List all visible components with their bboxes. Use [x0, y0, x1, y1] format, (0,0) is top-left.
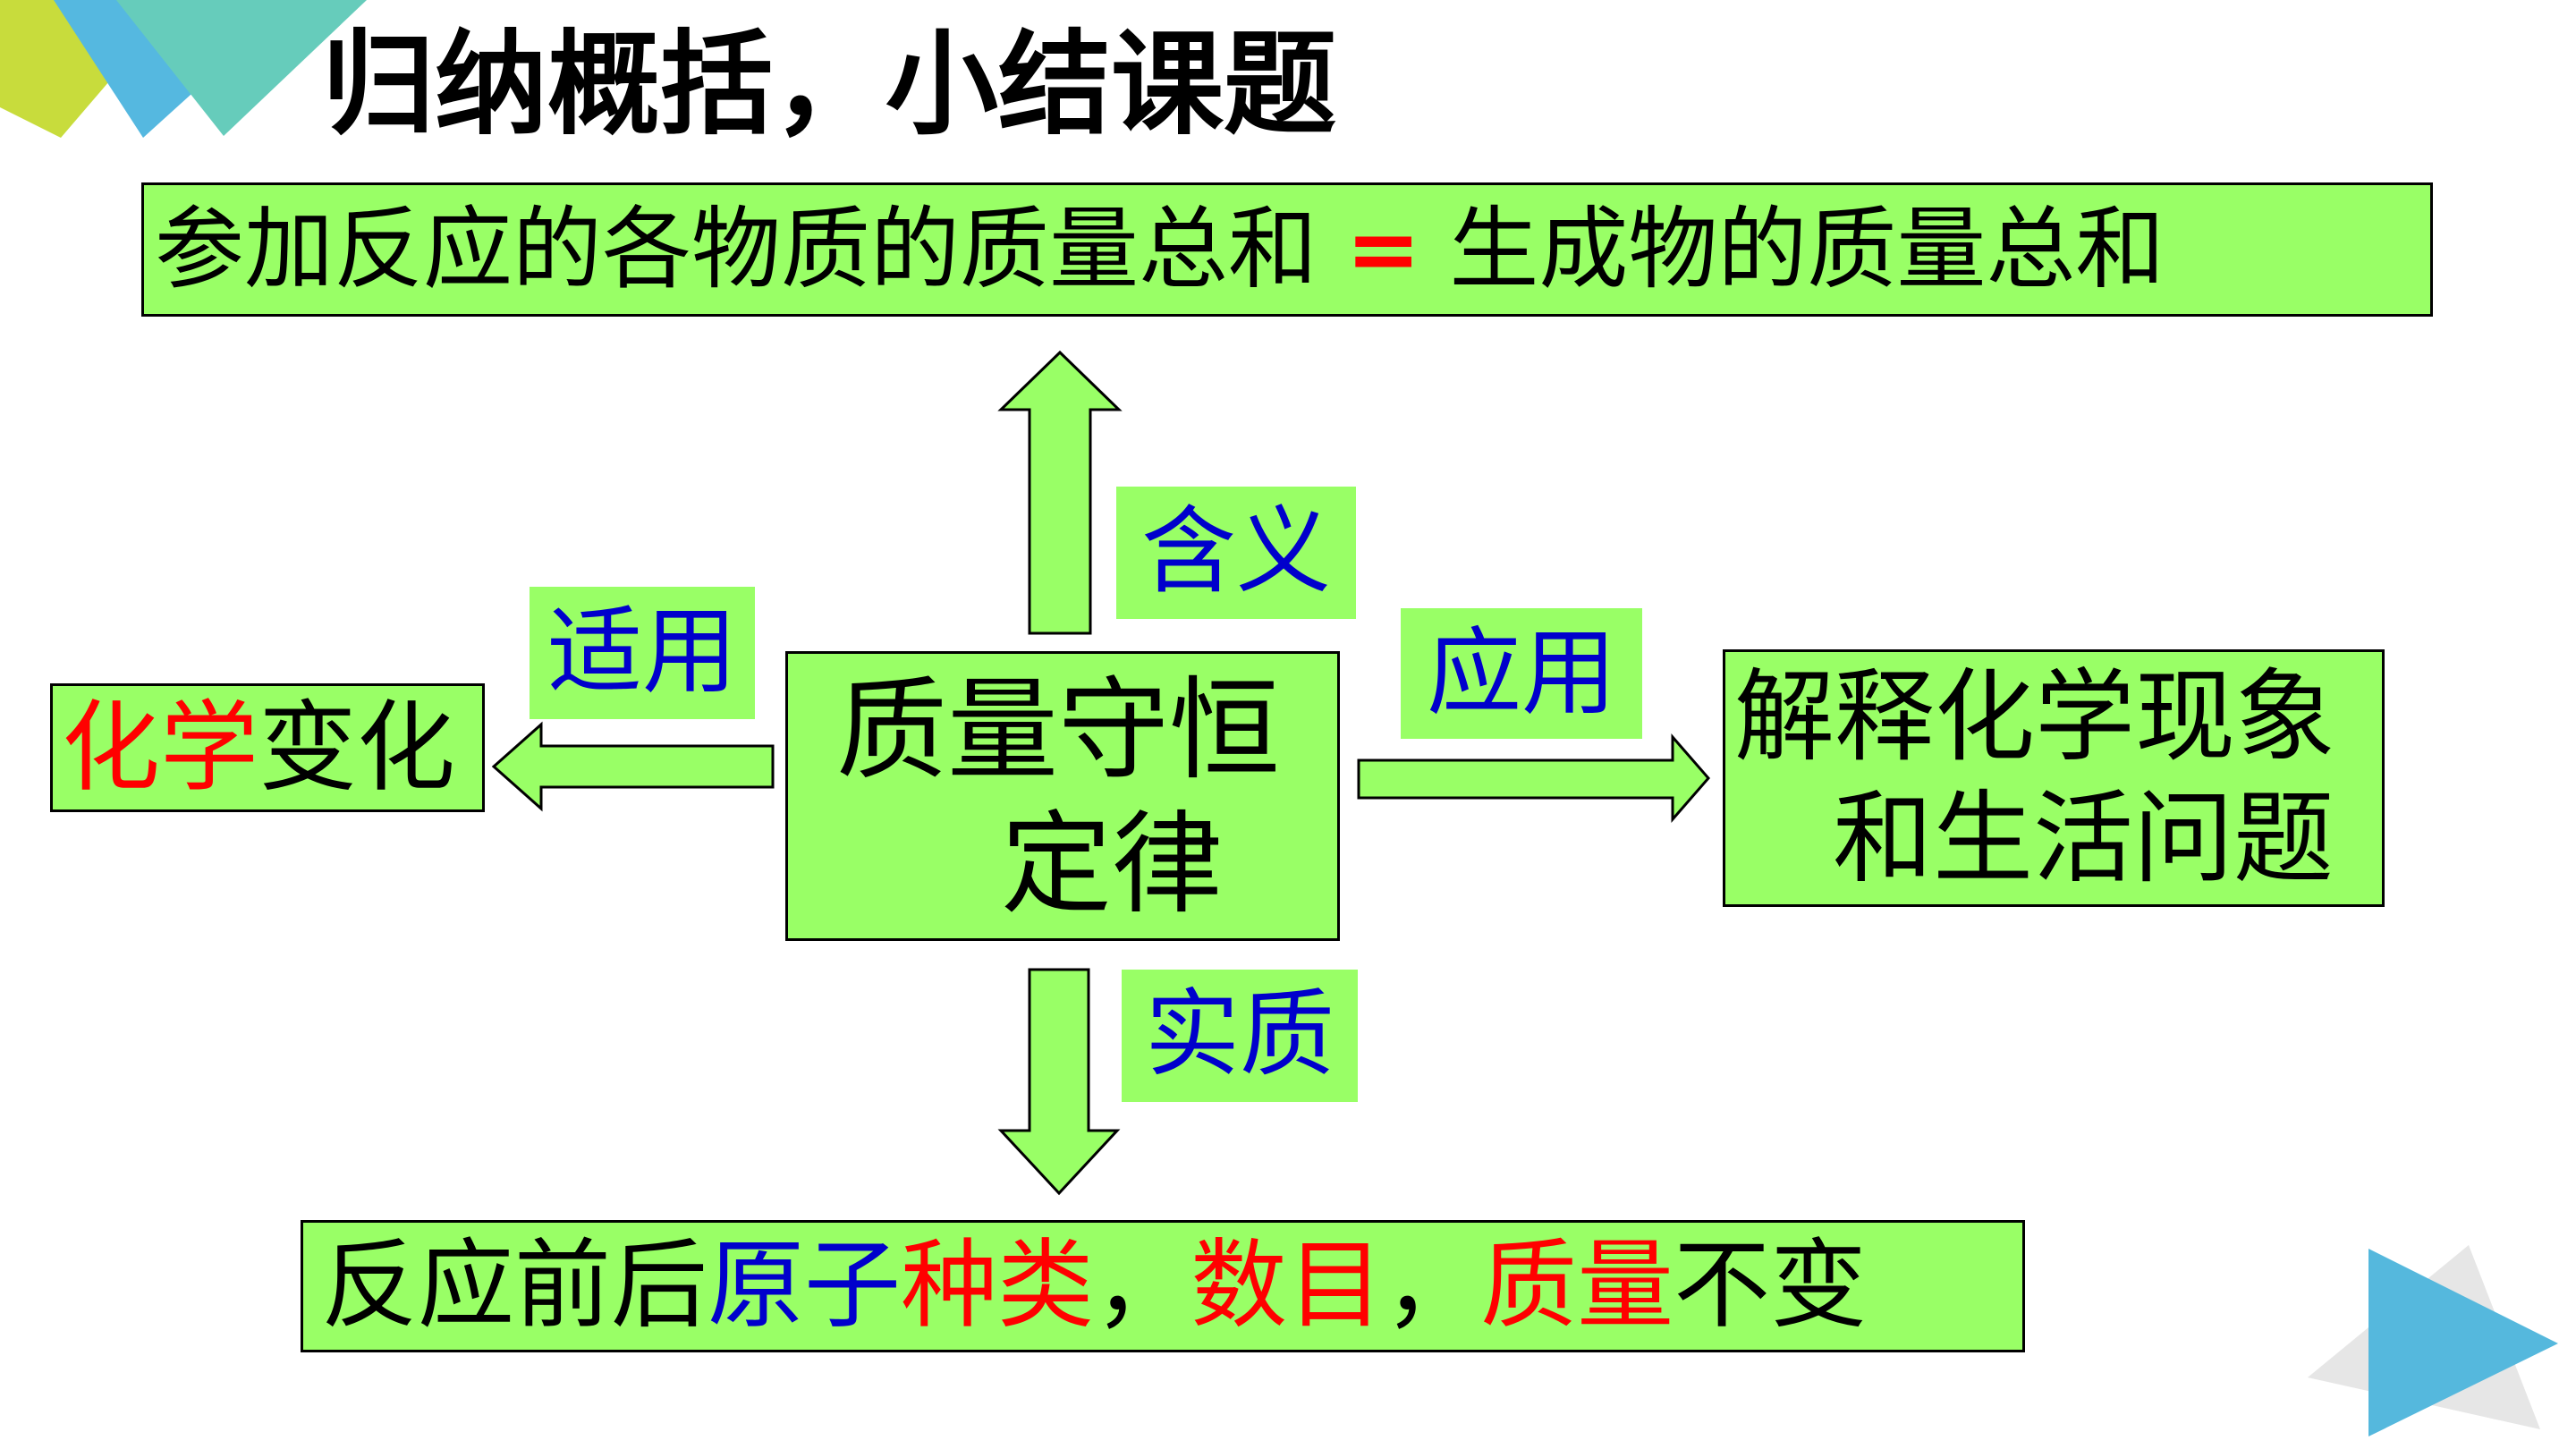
essence-part-2: 原子: [708, 1230, 902, 1342]
center-concept-box: 质量守恒 定律: [785, 651, 1340, 941]
arrow-left: [491, 721, 775, 812]
meaning-left-text: 参加反应的各物质的质量总和: [155, 197, 1318, 301]
application-box: 解释化学现象 和生活问题: [1723, 649, 2385, 907]
essence-part-6: ，: [1384, 1230, 1481, 1342]
play-icon: [2368, 1249, 2558, 1436]
center-line-2: 定律: [1001, 801, 1224, 929]
label-meaning: 含义: [1116, 487, 1356, 619]
arrow-up: [997, 350, 1123, 635]
essence-box: 反应前后原子种类，数目，质量不变: [301, 1220, 2025, 1352]
corner-stripe-teal: [116, 0, 367, 136]
arrow-right: [1357, 733, 1710, 824]
essence-part-8: 不变: [1674, 1230, 1868, 1342]
page-title: 归纳概括，小结课题: [322, 19, 1336, 150]
scope-red-text: 化学: [62, 691, 258, 805]
scope-black-text: 变化: [258, 691, 455, 805]
meaning-right-text: 生成物的质量总和: [1449, 197, 2165, 301]
arrow-down: [997, 968, 1121, 1196]
essence-part-3: 种类: [901, 1230, 1095, 1342]
essence-part-1: 反应前后: [321, 1230, 708, 1342]
equals-sign: =: [1345, 197, 1421, 301]
application-line-2: 和生活问题: [1833, 781, 2334, 897]
application-line-1: 解释化学现象: [1734, 659, 2335, 775]
label-application: 应用: [1401, 608, 1642, 739]
meaning-box: 参加反应的各物质的质量总和 = 生成物的质量总和: [141, 182, 2433, 317]
scope-box: 化学变化: [50, 683, 485, 812]
label-scope: 适用: [530, 587, 755, 719]
center-line-1: 质量守恒: [836, 666, 1281, 795]
essence-part-4: ，: [1094, 1230, 1191, 1342]
label-essence: 实质: [1122, 970, 1358, 1102]
essence-part-5: 数目: [1191, 1230, 1385, 1342]
essence-part-7: 质量: [1480, 1230, 1674, 1342]
